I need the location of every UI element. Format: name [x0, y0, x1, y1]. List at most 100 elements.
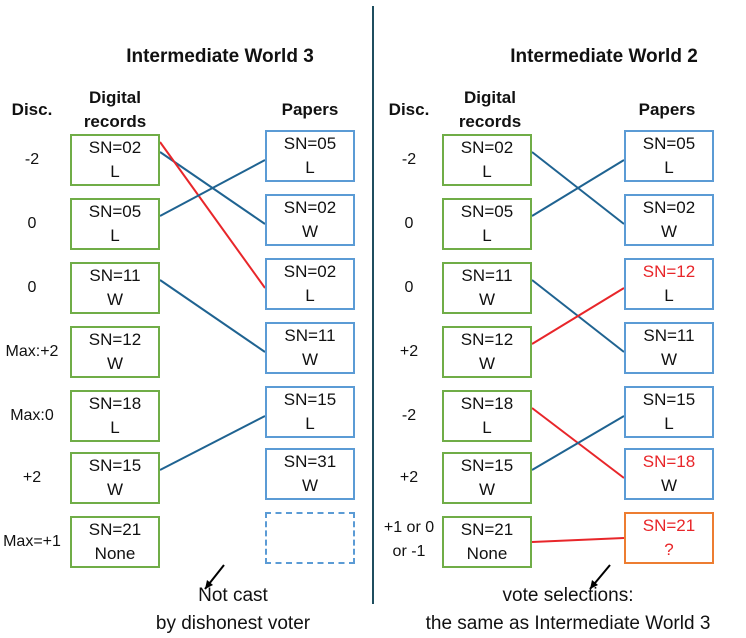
right-records-header: records	[458, 112, 522, 131]
right-disc-value: +2	[399, 469, 419, 486]
left-note: Not cast	[198, 585, 268, 606]
serial-number: SN=02	[283, 198, 337, 217]
vote-value: W	[660, 222, 678, 241]
serial-number: SN=11	[461, 266, 513, 285]
vote-value: L	[664, 414, 674, 433]
right-disc-value: +1 or 0	[383, 519, 435, 536]
serial-number: SN=15	[460, 456, 514, 475]
right-link-line	[531, 159, 625, 217]
vote-value: W	[301, 222, 319, 241]
right-disc-value: 0	[404, 215, 414, 232]
vote-value: L	[482, 226, 492, 245]
left-note-arrowhead	[205, 580, 213, 589]
vote-value: L	[305, 158, 315, 177]
vote-value: W	[301, 476, 319, 495]
right-panel-title: Intermediate World 2	[510, 46, 698, 67]
right-disc-value: -2	[401, 151, 417, 168]
left-disc-value: -2	[24, 151, 40, 168]
serial-number: SN=11	[89, 266, 141, 285]
vote-value: L	[305, 286, 315, 305]
vote-value: None	[466, 544, 508, 563]
serial-number: SN=31	[283, 452, 337, 471]
right-link-line	[531, 537, 625, 543]
right-note: the same as Intermediate World 3	[425, 613, 711, 634]
serial-number: SN=15	[88, 456, 142, 475]
serial-number: SN=05	[460, 202, 514, 221]
serial-number: SN=11	[284, 326, 336, 345]
vote-value: L	[305, 414, 315, 433]
vote-value: W	[478, 480, 496, 499]
left-link-line	[159, 159, 266, 217]
right-paper-ballot: SN=21?	[624, 512, 714, 564]
right-link-line	[531, 287, 625, 345]
vote-value: W	[301, 350, 319, 369]
vote-value: W	[106, 480, 124, 499]
vote-value: None	[94, 544, 136, 563]
vote-value: L	[110, 162, 120, 181]
left-disc-header: Disc.	[11, 100, 53, 119]
right-disc-value: +2	[399, 343, 419, 360]
vote-value: W	[478, 354, 496, 373]
vote-value: L	[482, 418, 492, 437]
vote-value: ?	[664, 540, 674, 559]
serial-number: SN=21	[88, 520, 142, 539]
vote-value: L	[482, 162, 492, 181]
serial-number: SN=18	[642, 452, 696, 471]
serial-number: SN=18	[88, 394, 142, 413]
vote-value: L	[110, 226, 120, 245]
serial-number: SN=11	[643, 326, 695, 345]
serial-number: SN=12	[88, 330, 142, 349]
right-disc-value-cont: or -1	[392, 543, 426, 560]
left-note: by dishonest voter	[155, 613, 311, 634]
serial-number: SN=18	[460, 394, 514, 413]
left-disc-value: 0	[27, 279, 37, 296]
serial-number: SN=02	[642, 198, 696, 217]
vote-value: W	[106, 290, 124, 309]
left-records-header: records	[83, 112, 147, 131]
right-note-arrowhead	[590, 580, 598, 589]
serial-number: SN=21	[460, 520, 514, 539]
serial-number: SN=02	[460, 138, 514, 157]
left-disc-value: Max:+2	[5, 343, 59, 360]
serial-number: SN=02	[88, 138, 142, 157]
vote-value: L	[664, 158, 674, 177]
left-digital-header: Digital	[89, 88, 141, 107]
left-disc-value: +2	[22, 469, 42, 486]
vote-value: W	[478, 290, 496, 309]
serial-number: SN=05	[283, 134, 337, 153]
right-papers-header: Papers	[638, 100, 696, 119]
left-link-line	[159, 415, 266, 471]
left-link-line	[159, 141, 266, 289]
left-panel-title: Intermediate World 3	[126, 46, 314, 67]
left-link-line	[159, 279, 266, 353]
left-disc-value: Max:0	[10, 407, 54, 424]
left-paper-ballot	[265, 512, 355, 564]
vote-value: L	[664, 286, 674, 305]
right-link-line	[531, 415, 625, 471]
right-note: vote selections:	[502, 585, 634, 606]
left-disc-value: Max=+1	[3, 533, 61, 550]
serial-number: SN=05	[88, 202, 142, 221]
vote-value: W	[660, 350, 678, 369]
